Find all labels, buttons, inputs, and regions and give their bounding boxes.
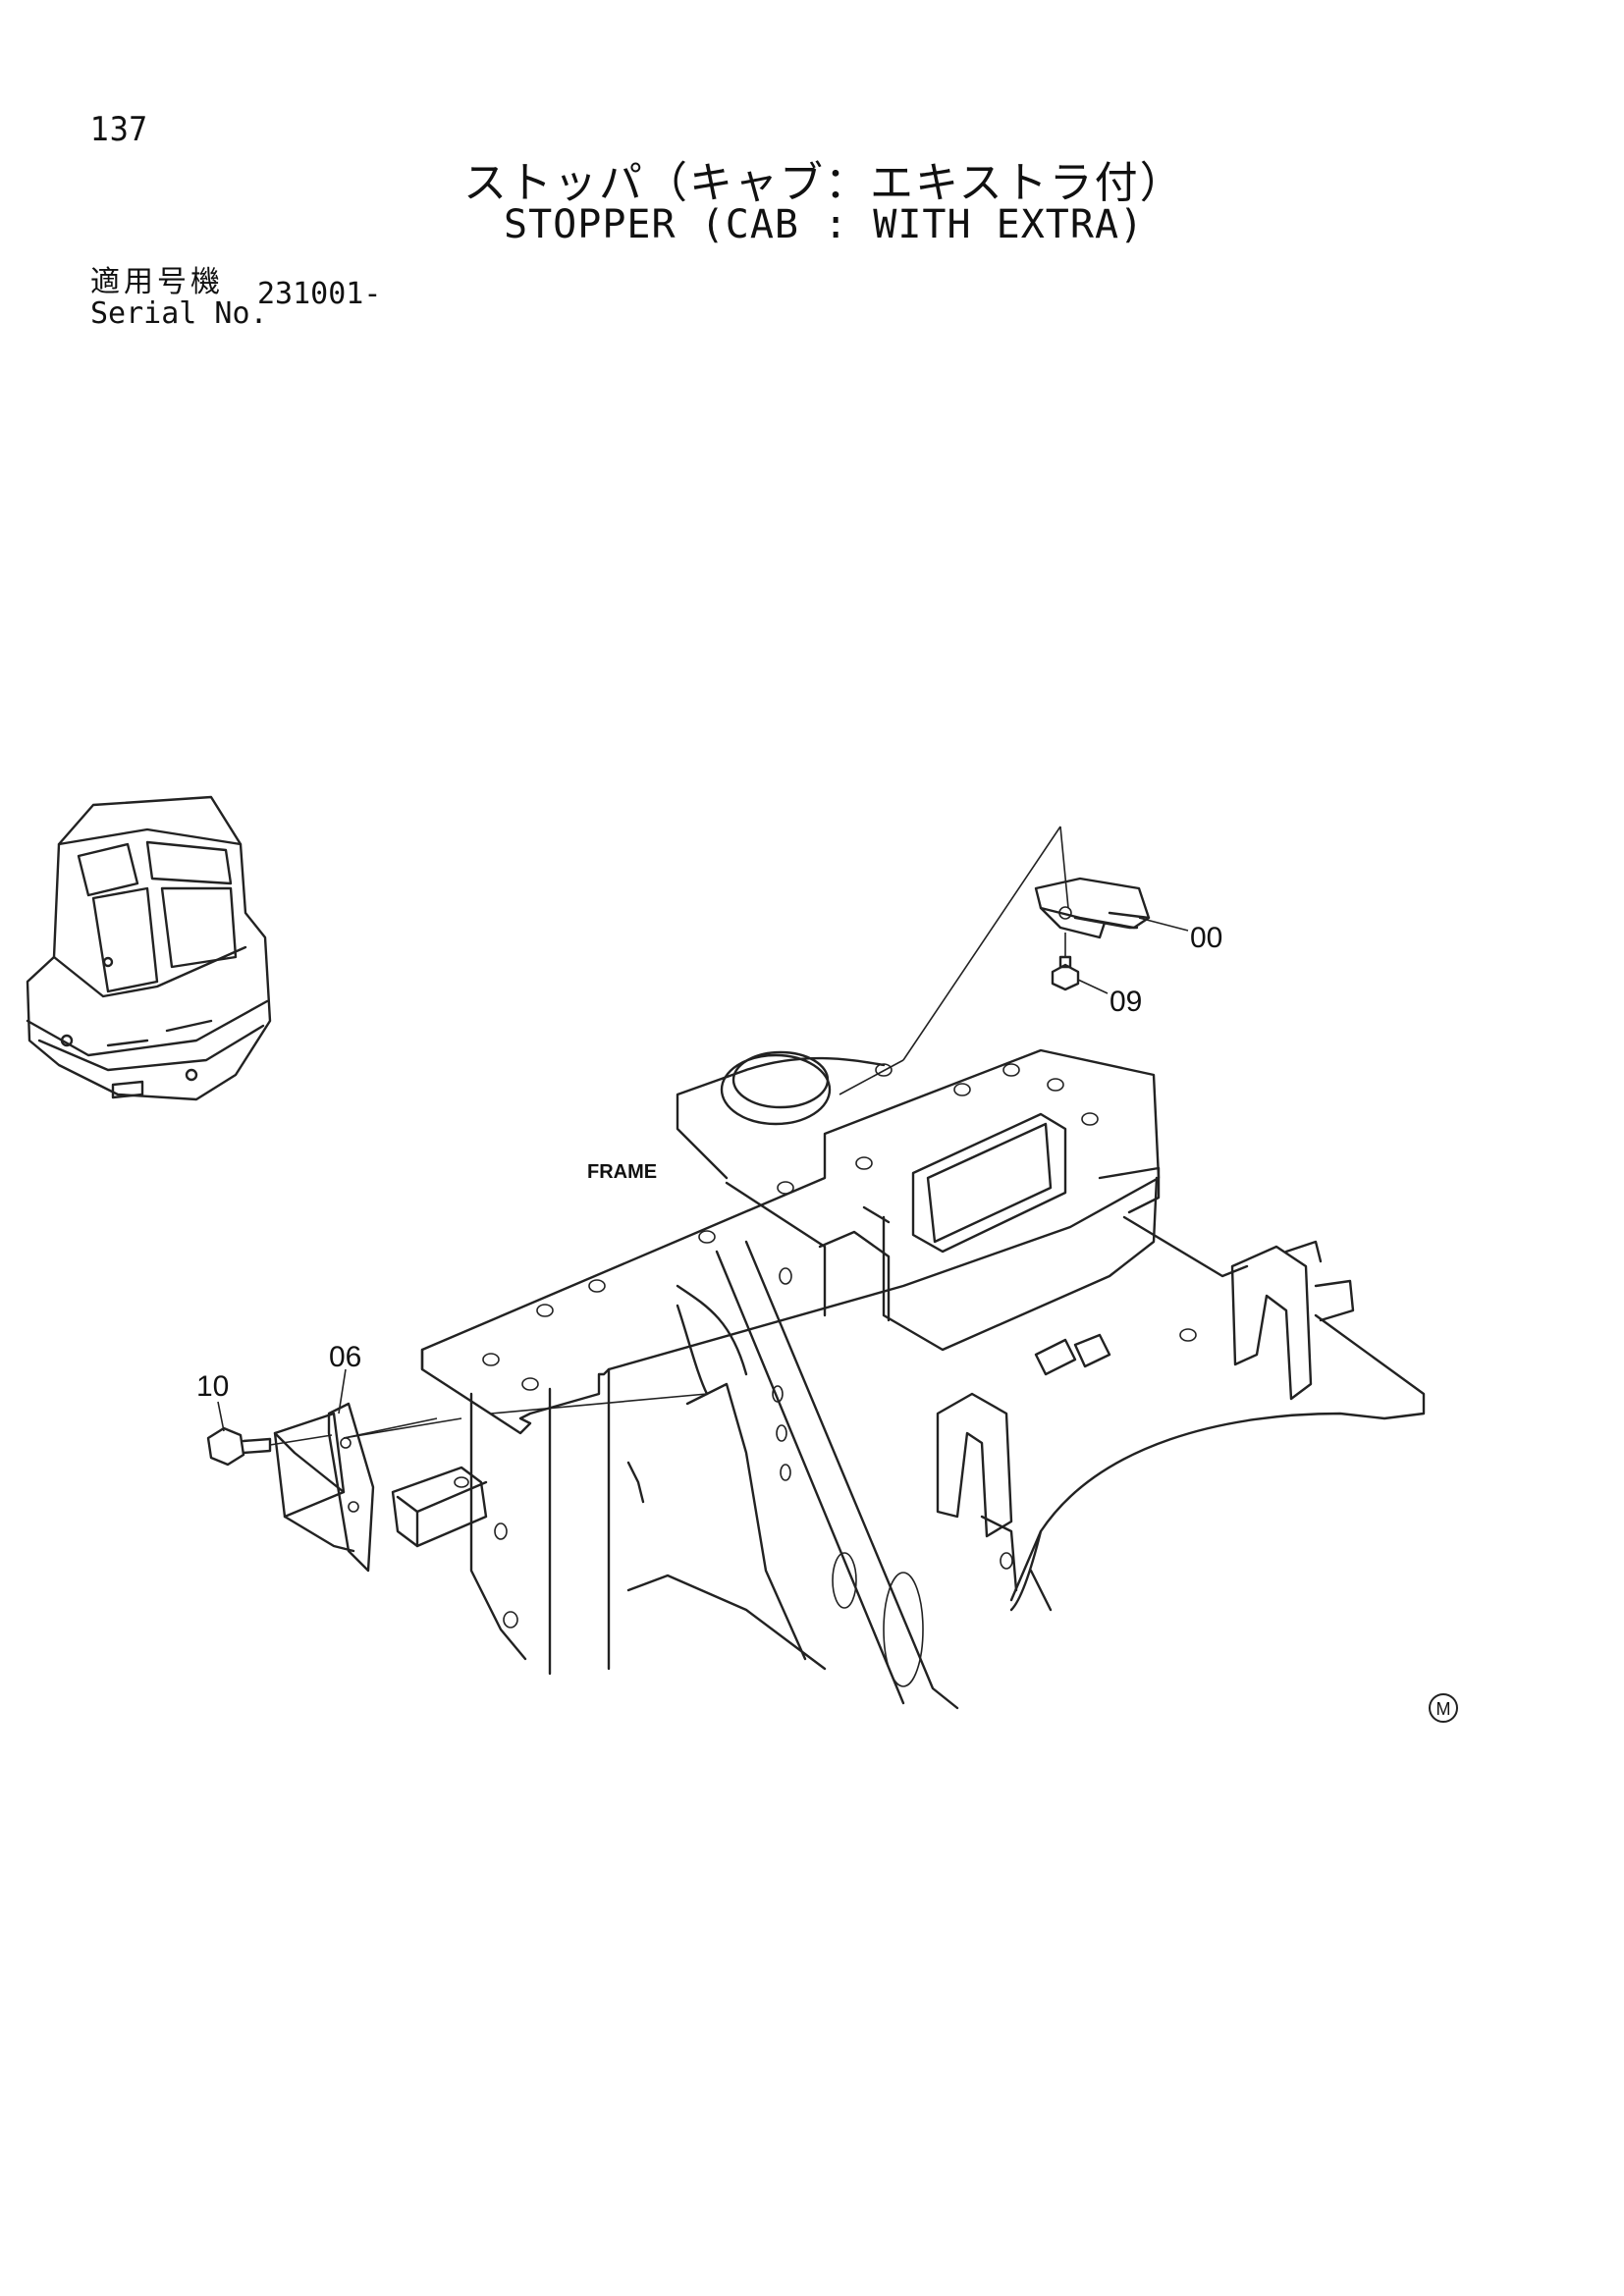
callout-10: 10 (196, 1370, 229, 1403)
callout-06: 06 (329, 1341, 361, 1373)
part-00-stopper-pad (1034, 877, 1151, 939)
serial-label-japanese: 適用号機 (90, 265, 224, 299)
page-title-english: STOPPER (CAB : WITH EXTRA) (504, 202, 1145, 247)
serial-number-value: 231001- (257, 277, 382, 311)
serial-label-english: Serial No. (90, 296, 268, 331)
frame-structure (391, 1048, 1426, 1710)
part-10-bolt (206, 1426, 333, 1467)
part-06-stopper-bracket (273, 1402, 462, 1573)
callout-00: 00 (1190, 922, 1222, 954)
part-09-bolt (1051, 933, 1080, 991)
frame-label: FRAME (587, 1161, 657, 1183)
cab-thumbnail (26, 795, 272, 1101)
callout-09: 09 (1110, 986, 1142, 1018)
mark-circled-m: M (1429, 1693, 1458, 1723)
page-number: 137 (90, 110, 148, 149)
leader-lines (217, 826, 1189, 1439)
svg-text:M: M (1436, 1699, 1451, 1719)
page-title-japanese: ストッパ（キャブ：エキストラ付） (463, 158, 1185, 208)
